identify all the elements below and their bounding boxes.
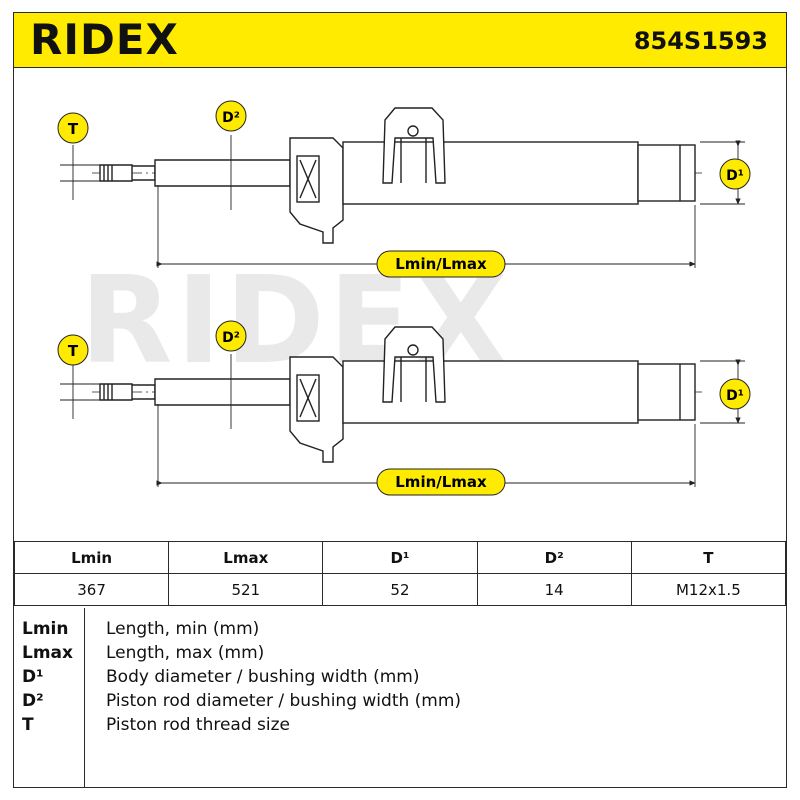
specs-header-t: T xyxy=(630,541,787,574)
legend-desc: Length, min (mm) xyxy=(106,619,260,639)
legend-key: Lmin xyxy=(22,619,69,639)
legend-desc: Piston rod diameter / bushing width (mm) xyxy=(106,691,462,711)
shock-absorber-top xyxy=(92,107,705,244)
specs-header-lmin: Lmin xyxy=(13,541,170,574)
legend-item: Lmax Length, max (mm) xyxy=(22,643,762,667)
specs-value-row: 367 521 52 14 M12x1.5 xyxy=(13,573,787,606)
svg-text:D²: D² xyxy=(222,110,240,126)
brand-logo: RIDEX xyxy=(30,15,179,64)
legend-desc: Piston rod thread size xyxy=(106,715,291,735)
specs-table: Lmin Lmax D¹ D² T 367 521 52 14 M12x1.5 xyxy=(13,541,787,606)
legend-key: D² xyxy=(22,691,44,711)
specs-header-d2: D² xyxy=(476,541,632,574)
legend-desc: Body diameter / bushing width (mm) xyxy=(106,667,420,687)
tag-d2-top: D² xyxy=(215,100,247,132)
specs-value-lmax: 521 xyxy=(168,573,324,606)
specs-value-d2: 14 xyxy=(476,573,632,606)
legend-divider xyxy=(84,608,85,788)
svg-text:D²: D² xyxy=(222,330,240,346)
legend-key: D¹ xyxy=(22,667,44,687)
shock-absorber-bottom xyxy=(92,326,705,463)
svg-text:D¹: D¹ xyxy=(726,168,744,184)
svg-text:Lmin/Lmax: Lmin/Lmax xyxy=(395,473,487,491)
specs-header-lmax: Lmax xyxy=(168,541,324,574)
tag-t-bottom: T xyxy=(57,334,89,366)
header-bar: RIDEX 854S1593 xyxy=(14,13,786,68)
tag-d1-top: D¹ xyxy=(719,158,751,190)
legend-item: Lmin Length, min (mm) xyxy=(22,619,762,643)
legend-desc: Length, max (mm) xyxy=(106,643,265,663)
legend-item: D¹ Body diameter / bushing width (mm) xyxy=(22,667,762,691)
svg-text:T: T xyxy=(68,120,79,138)
shock-absorber-drawing: T D² D¹ Lmin/Lmax xyxy=(57,100,751,496)
tag-d1-bottom: D¹ xyxy=(719,378,751,410)
svg-text:Lmin/Lmax: Lmin/Lmax xyxy=(395,255,487,273)
specs-value-d1: 52 xyxy=(322,573,478,606)
legend-key: T xyxy=(22,715,34,735)
specs-header-row: Lmin Lmax D¹ D² T xyxy=(13,541,787,574)
tag-length-top: Lmin/Lmax xyxy=(376,250,506,278)
legend: Lmin Length, min (mm) Lmax Length, max (… xyxy=(14,608,786,788)
part-number: 854S1593 xyxy=(633,27,768,55)
specs-value-t: M12x1.5 xyxy=(630,573,787,606)
tag-d2-bottom: D² xyxy=(215,320,247,352)
specs-header-d1: D¹ xyxy=(322,541,478,574)
tag-t-top: T xyxy=(57,112,89,144)
legend-item: D² Piston rod diameter / bushing width (… xyxy=(22,691,762,715)
svg-text:T: T xyxy=(68,342,79,360)
svg-text:D¹: D¹ xyxy=(726,388,744,404)
specs-value-lmin: 367 xyxy=(13,573,170,606)
tag-length-bottom: Lmin/Lmax xyxy=(376,468,506,496)
legend-key: Lmax xyxy=(22,643,73,663)
legend-item: T Piston rod thread size xyxy=(22,715,762,739)
